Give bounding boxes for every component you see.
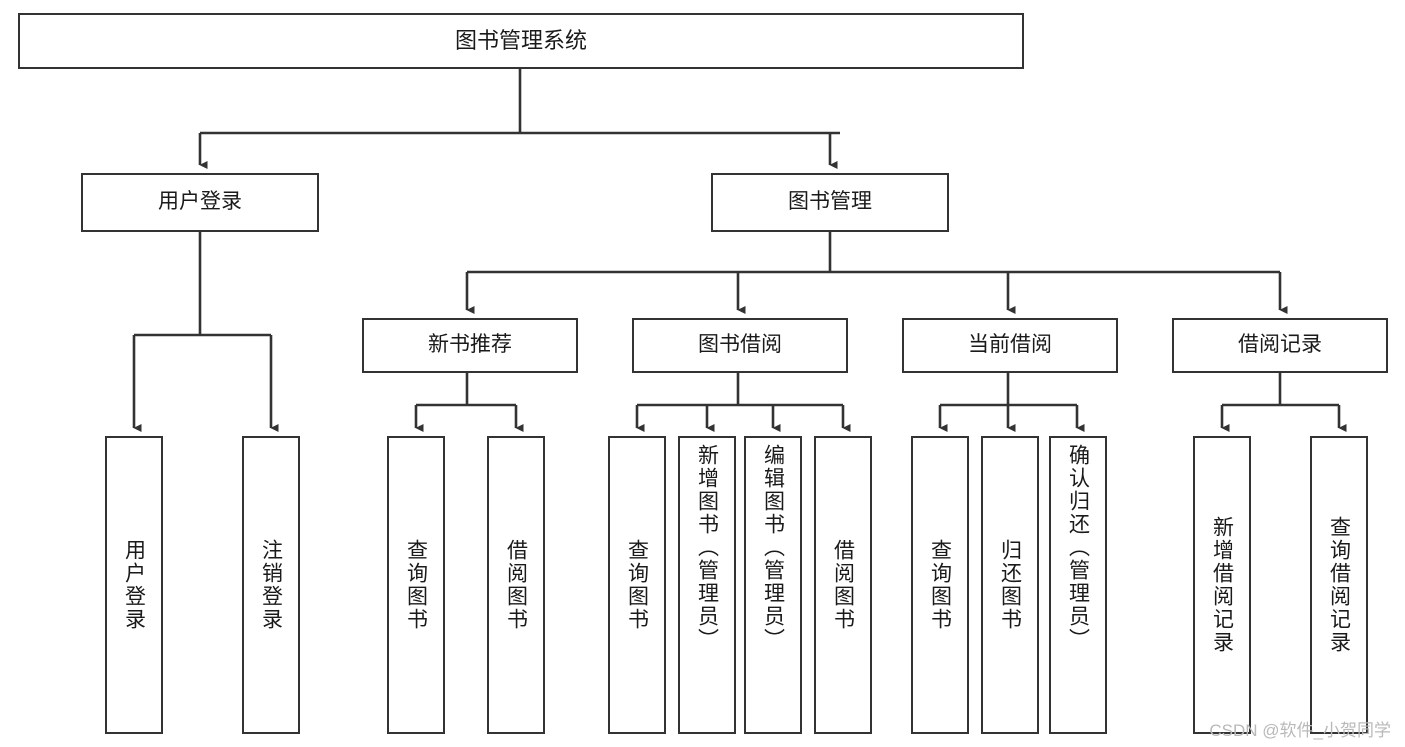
leaf-borrow-record-add-record[interactable]: 新增借阅记录 (1193, 436, 1251, 734)
node-label: 借阅图书 (504, 539, 528, 631)
node-label: 编辑图书（管理员） (761, 444, 785, 651)
leaf-borrow-record-query-record[interactable]: 查询借阅记录 (1310, 436, 1368, 734)
node-label: 用户登录 (158, 190, 242, 214)
node-new-book-recommend[interactable]: 新书推荐 (362, 318, 578, 373)
node-root-book-management-system[interactable]: 图书管理系统 (18, 13, 1024, 69)
node-label: 图书管理 (788, 190, 872, 214)
node-label: 查询图书 (625, 539, 649, 631)
node-label: 查询图书 (404, 539, 428, 631)
leaf-current-borrow-confirm-return-admin[interactable]: 确认归还（管理员） (1049, 436, 1107, 734)
leaf-user-login-login[interactable]: 用户登录 (105, 436, 163, 734)
node-label: 注销登录 (259, 539, 283, 631)
node-current-borrow[interactable]: 当前借阅 (902, 318, 1118, 373)
node-user-login[interactable]: 用户登录 (81, 173, 319, 232)
node-label: 新增图书（管理员） (695, 444, 719, 651)
leaf-book-borrow-add-book-admin[interactable]: 新增图书（管理员） (678, 436, 736, 734)
node-borrow-record[interactable]: 借阅记录 (1172, 318, 1388, 373)
leaf-book-borrow-borrow-book[interactable]: 借阅图书 (814, 436, 872, 734)
node-label: 新增借阅记录 (1210, 516, 1234, 654)
node-book-borrow[interactable]: 图书借阅 (632, 318, 848, 373)
leaf-book-borrow-query-book[interactable]: 查询图书 (608, 436, 666, 734)
node-label: 借阅图书 (831, 539, 855, 631)
node-book-management[interactable]: 图书管理 (711, 173, 949, 232)
node-label: 查询图书 (928, 539, 952, 631)
leaf-new-book-query-book[interactable]: 查询图书 (387, 436, 445, 734)
node-label: 当前借阅 (968, 333, 1052, 357)
node-label: 新书推荐 (428, 333, 512, 357)
node-label: 图书管理系统 (454, 28, 587, 54)
csdn-watermark: CSDN @软件_小贺同学 (1209, 721, 1391, 740)
node-label: 确认归还（管理员） (1066, 444, 1090, 651)
leaf-book-borrow-edit-book-admin[interactable]: 编辑图书（管理员） (744, 436, 802, 734)
node-label: 用户登录 (122, 539, 146, 631)
leaf-current-borrow-return-book[interactable]: 归还图书 (981, 436, 1039, 734)
node-label: 借阅记录 (1238, 333, 1322, 357)
leaf-user-login-logout[interactable]: 注销登录 (242, 436, 300, 734)
node-label: 归还图书 (998, 539, 1022, 631)
leaf-new-book-borrow-book[interactable]: 借阅图书 (487, 436, 545, 734)
node-label: 图书借阅 (698, 333, 782, 357)
node-label: 查询借阅记录 (1327, 516, 1351, 654)
leaf-current-borrow-query-book[interactable]: 查询图书 (911, 436, 969, 734)
